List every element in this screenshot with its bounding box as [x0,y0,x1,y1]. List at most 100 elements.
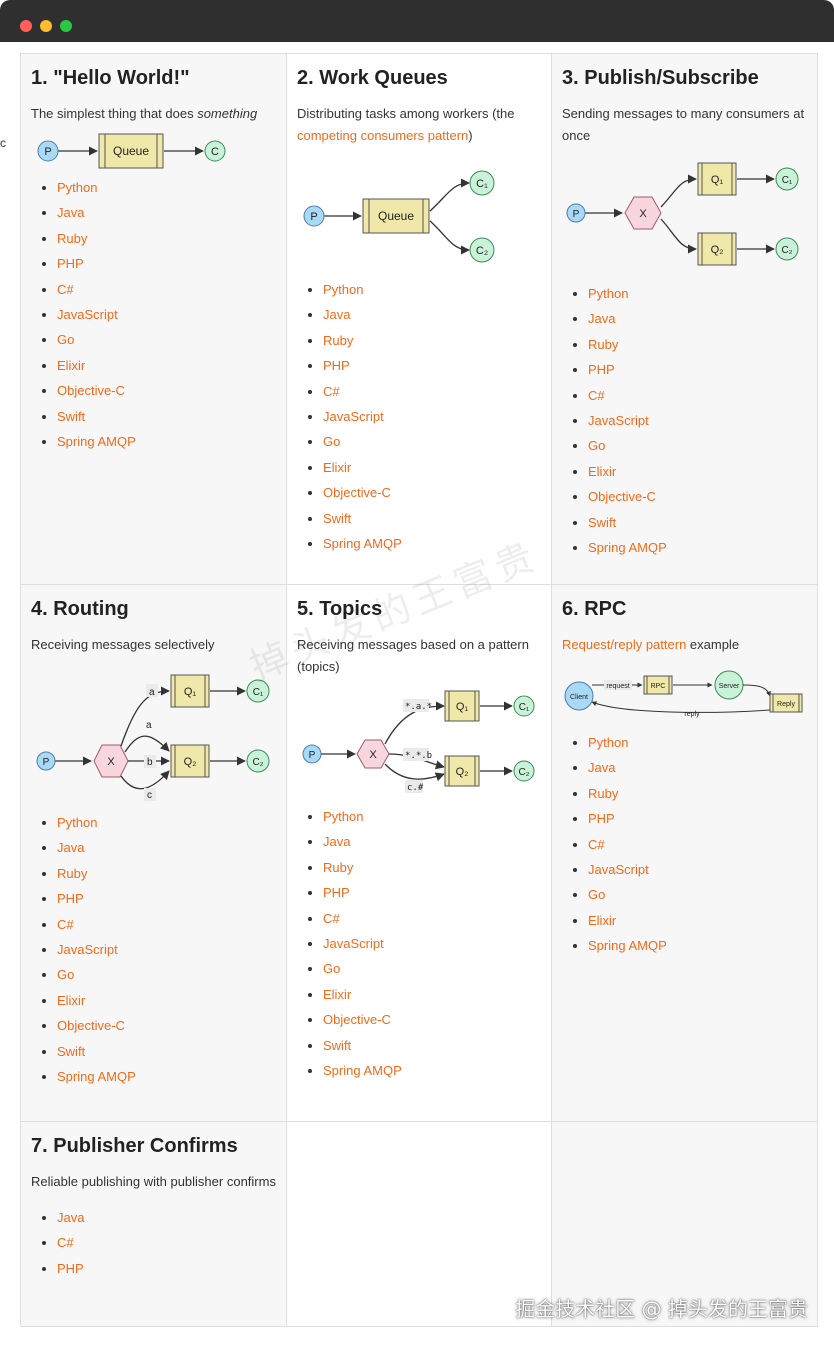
language-link[interactable]: C# [57,1235,74,1251]
language-link[interactable]: Java [57,840,85,856]
language-link[interactable]: Elixir [323,459,352,475]
language-link[interactable]: Python [57,180,98,195]
language-link[interactable]: JavaScript [588,413,649,429]
close-window-button[interactable] [20,20,32,32]
language-link[interactable]: Go [588,887,606,903]
language-link[interactable]: Go [323,961,341,977]
language-link[interactable]: Swift [323,510,352,526]
language-link[interactable]: Elixir [57,992,86,1008]
rpc-diagram: request Client RPC Server Reply reply [564,670,803,718]
language-link[interactable]: Java [323,307,351,323]
language-link[interactable]: Spring AMQP [588,938,667,954]
language-item: C# [57,912,276,937]
language-link[interactable]: Go [57,332,75,348]
language-link[interactable]: Go [588,438,606,454]
language-item: Go [588,433,807,458]
language-item: C# [323,906,541,931]
language-link[interactable]: PHP [588,362,615,378]
language-link[interactable]: Java [588,311,616,327]
language-link[interactable]: Go [57,967,75,983]
request-reply-link[interactable]: Request/reply pattern [562,637,687,652]
language-link[interactable]: Swift [323,1037,352,1053]
language-link[interactable]: C# [588,836,605,852]
language-link[interactable]: Spring AMQP [57,434,136,450]
language-item: Objective-C [588,484,807,509]
client-node [564,681,594,711]
language-link[interactable]: Swift [57,408,86,424]
language-item: Ruby [588,781,807,806]
hello-world-diagram: P Queue C [37,133,226,169]
language-link[interactable]: Python [588,286,629,301]
language-link[interactable]: Spring AMQP [588,540,667,556]
language-link[interactable]: C# [588,387,605,403]
language-link[interactable]: PHP [323,358,350,374]
language-link[interactable]: PHP [57,256,84,272]
language-link[interactable]: Swift [588,514,617,530]
topics-diagram: P X *.a.* *.*.b c.# Q₁ Q₂ C₁ C₂ [302,690,535,793]
language-link[interactable]: Ruby [588,336,619,352]
routing-key-b: b [147,757,153,768]
language-link[interactable]: JavaScript [323,409,384,425]
language-item: Spring AMQP [57,429,276,454]
consumer-1-node [775,167,799,191]
language-link[interactable]: Ruby [323,332,354,348]
language-link[interactable]: Elixir [57,357,86,373]
language-link[interactable]: Python [323,282,364,297]
language-link[interactable]: PHP [57,1260,84,1276]
competing-consumers-link[interactable]: competing consumers pattern [297,128,469,143]
language-link[interactable]: Python [323,809,364,824]
request-label: request [606,683,629,690]
language-link[interactable]: Objective-C [57,383,125,399]
language-link[interactable]: PHP [588,811,615,827]
tutorial-card-publish-subscribe: 3. Publish/Subscribe Sending messages to… [552,54,818,585]
language-link[interactable]: Java [323,834,351,850]
language-link[interactable]: Elixir [323,986,352,1002]
language-link[interactable]: Objective-C [588,489,656,505]
language-link[interactable]: Ruby [323,859,354,875]
producer-label: P [573,209,580,220]
language-link[interactable]: PHP [57,891,84,907]
rpc-queue-node [643,675,673,695]
language-link[interactable]: Java [57,1210,85,1225]
language-item: Objective-C [323,480,541,505]
tutorial-description: Sending messages to many consumers at on… [562,106,805,143]
language-link[interactable]: Ruby [57,865,88,881]
language-item: C# [57,1230,276,1255]
minimize-window-button[interactable] [40,20,52,32]
language-link[interactable]: Elixir [588,912,617,928]
language-link[interactable]: Java [57,205,85,221]
language-link[interactable]: Ruby [588,785,619,801]
language-link[interactable]: JavaScript [323,936,384,952]
language-link[interactable]: Objective-C [323,1012,391,1028]
language-link[interactable]: C# [323,383,340,399]
consumer-2-label: C₂ [252,757,263,768]
language-link[interactable]: Swift [57,1043,86,1059]
language-list: PythonJavaRubyPHP C# JavaScriptGoElixirObj… [31,175,276,454]
maximize-window-button[interactable] [60,20,72,32]
queue-2-label: Q₂ [184,756,197,768]
language-link[interactable]: Java [588,760,616,776]
language-link[interactable]: JavaScript [57,307,118,323]
producer-node [302,744,322,764]
language-link[interactable]: Go [323,434,341,450]
language-link[interactable]: PHP [323,885,350,901]
language-link[interactable]: C# [57,916,74,932]
language-link[interactable]: Spring AMQP [323,536,402,552]
language-item: Elixir [588,908,807,933]
language-link[interactable]: JavaScript [57,942,118,958]
queue-1-label: Q₁ [711,174,724,186]
language-link[interactable]: Objective-C [57,1018,125,1034]
language-link[interactable]: Python [57,815,98,830]
language-link[interactable]: Spring AMQP [323,1063,402,1079]
queue-2-node [170,744,210,778]
language-link[interactable]: Elixir [588,463,617,479]
language-link[interactable]: C# [57,281,74,297]
language-link[interactable]: JavaScript [588,862,649,878]
consumer-node [204,140,226,162]
language-link[interactable]: Python [588,735,629,750]
exchange-node [93,744,129,778]
language-link[interactable]: Ruby [57,230,88,246]
language-link[interactable]: Objective-C [323,485,391,501]
language-link[interactable]: Spring AMQP [57,1069,136,1085]
language-link[interactable]: C# [323,910,340,926]
